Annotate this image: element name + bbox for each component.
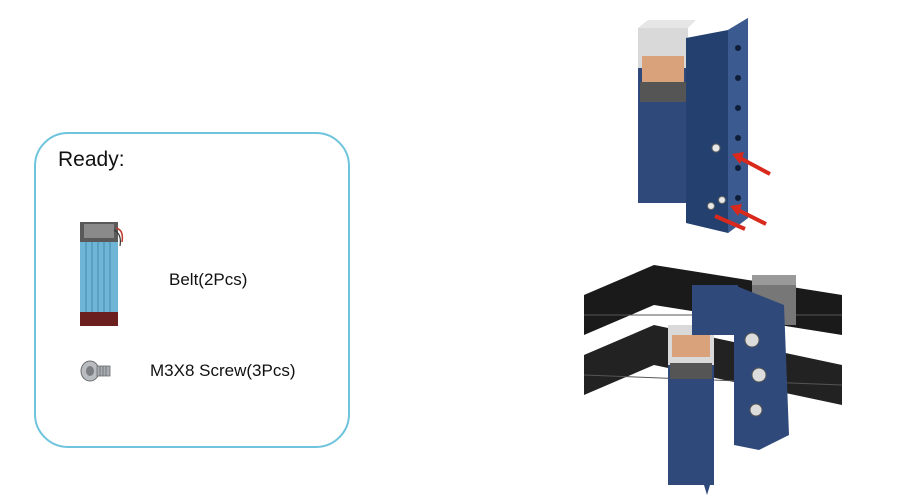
laser-module-mounted-on-frame	[584, 265, 842, 495]
laser-module-bracket-assembly	[638, 18, 771, 233]
laser-module-icon	[80, 222, 124, 326]
screw-label: M3X8 Screw(3Pcs)	[150, 361, 296, 380]
ready-title: Ready:	[58, 148, 125, 171]
belt-label: Belt(2Pcs)	[169, 270, 248, 289]
ready-panel: Ready: Belt(2Pcs) M3X8 Screw(3Pcs)	[34, 132, 350, 448]
screw-icon	[80, 360, 111, 382]
